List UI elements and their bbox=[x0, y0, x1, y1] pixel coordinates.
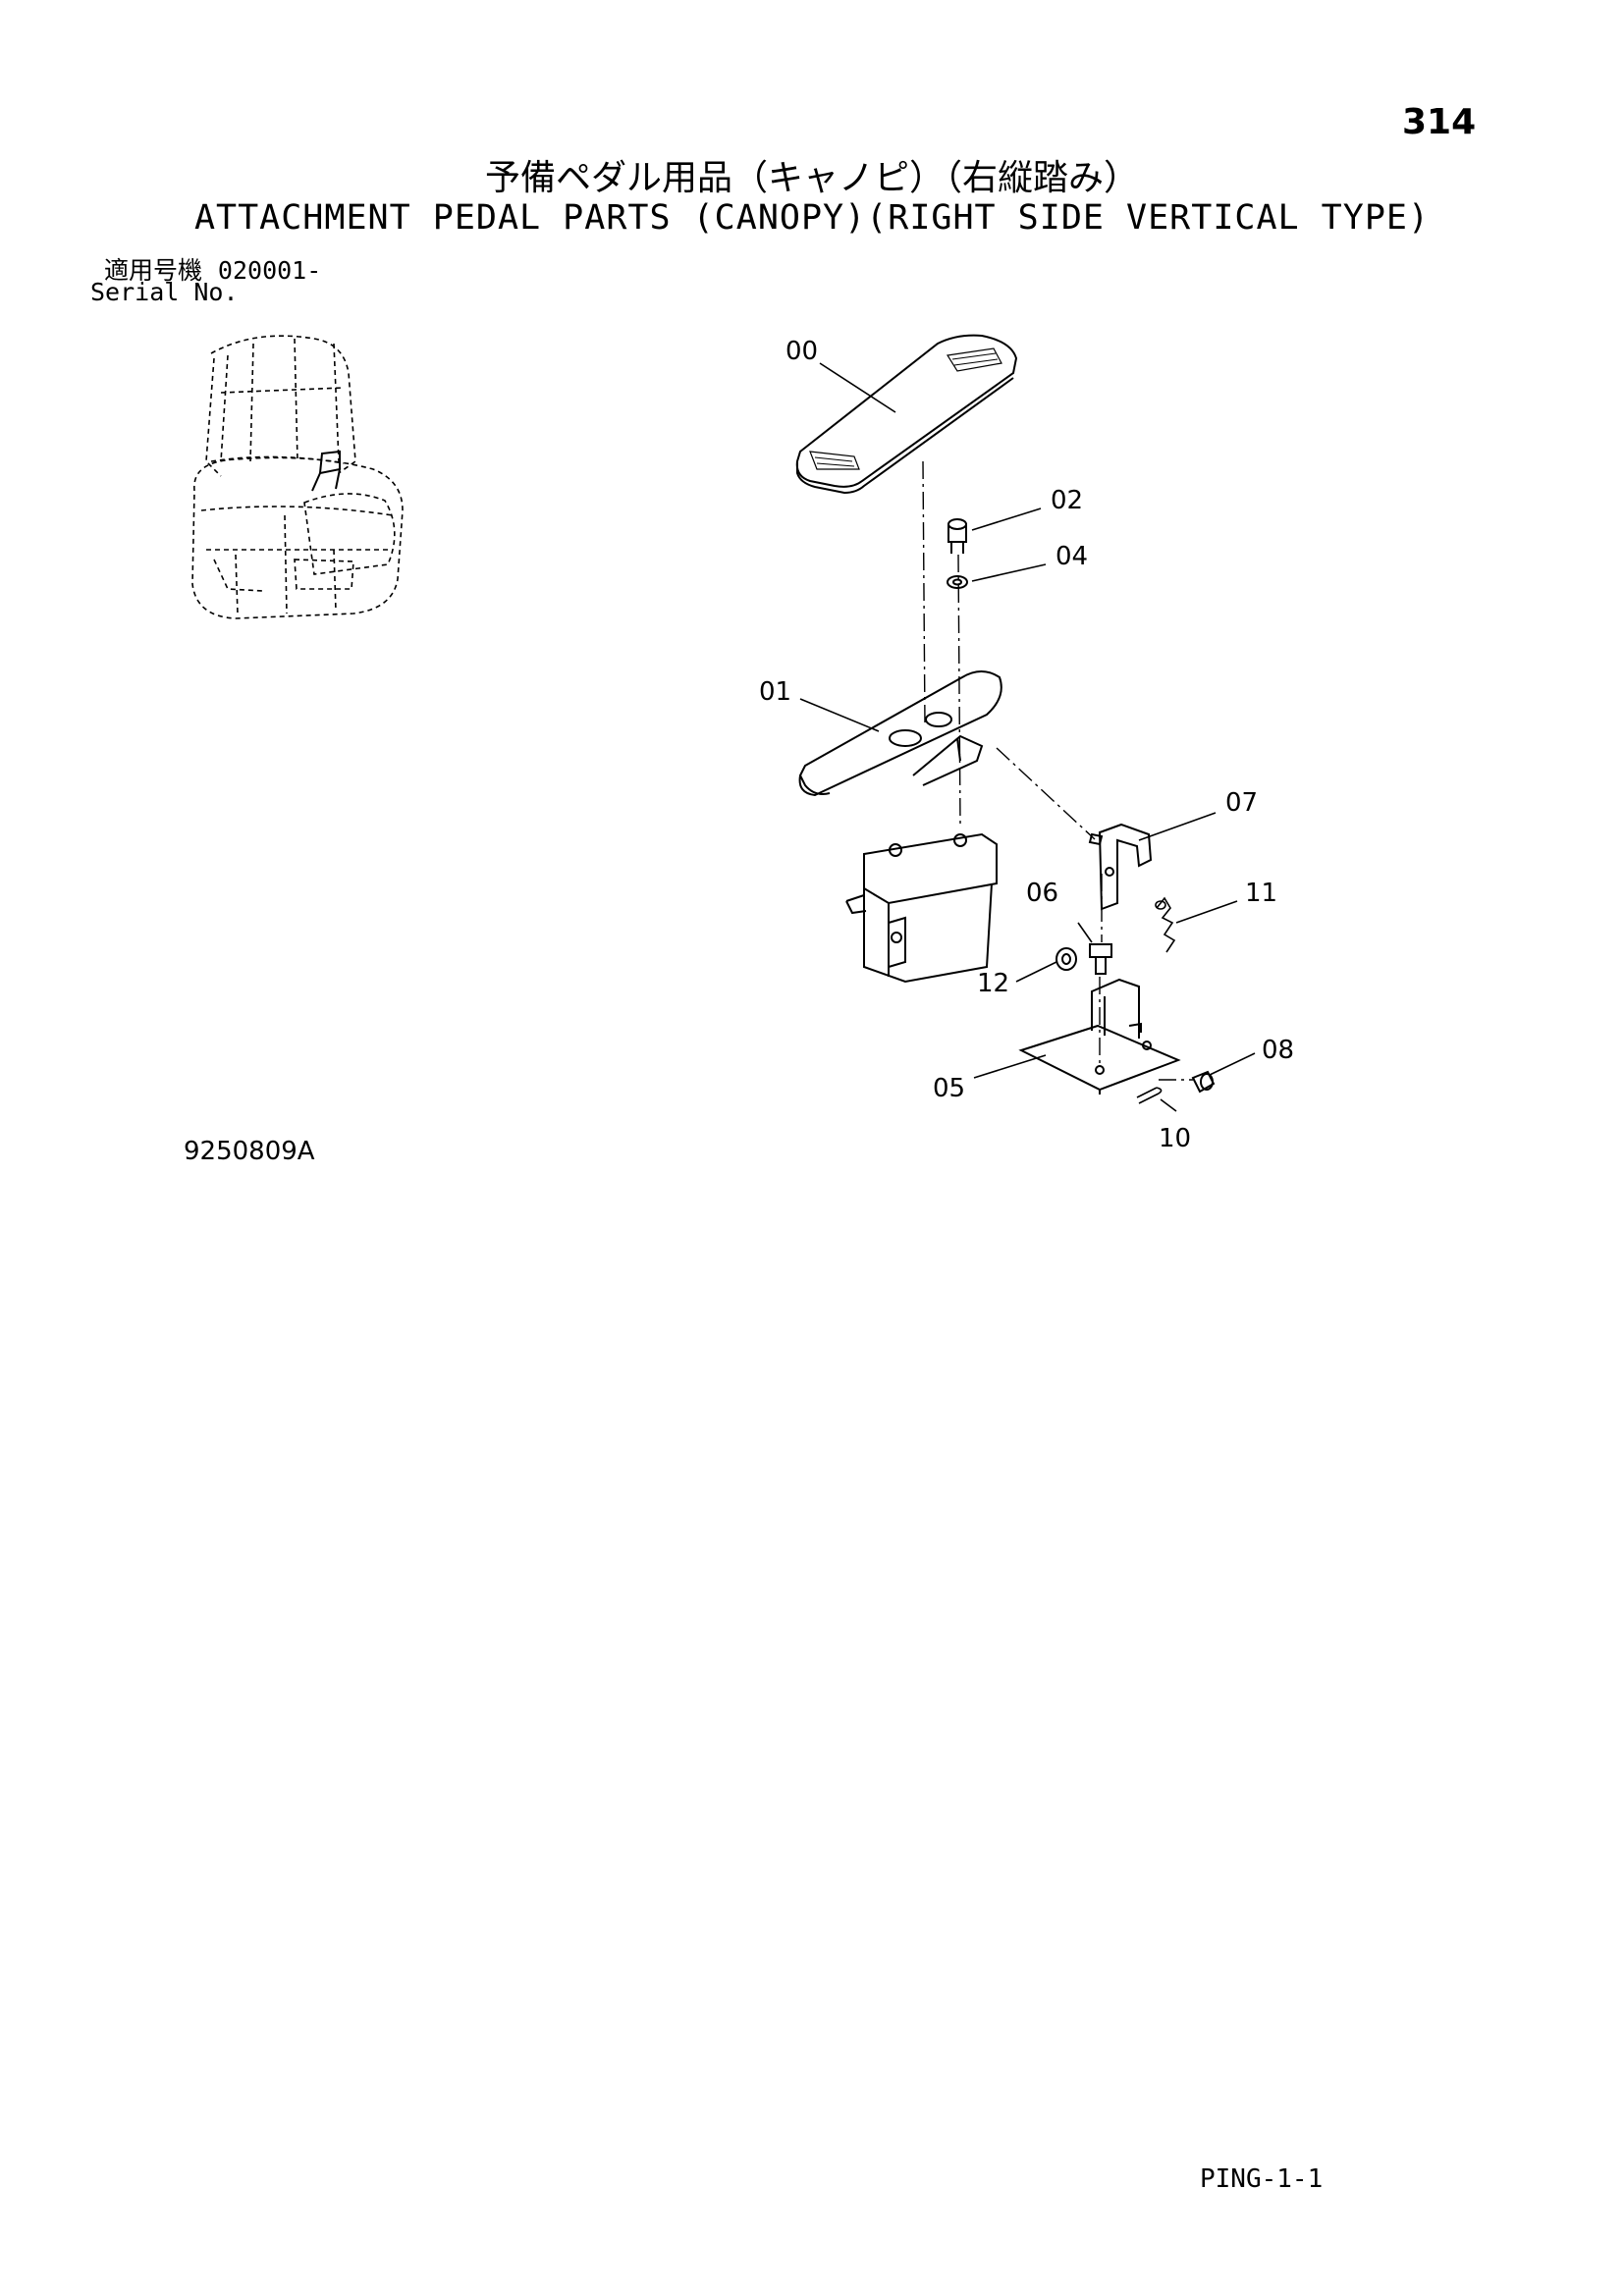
part-label-05: 05 bbox=[933, 1074, 965, 1103]
part-label-10: 10 bbox=[1159, 1124, 1191, 1153]
pedal-part bbox=[798, 670, 1002, 797]
part-label-02: 02 bbox=[1051, 486, 1083, 515]
part-number-callouts: 00 02 04 01 07 11 06 12 05 08 10 bbox=[759, 337, 1294, 1153]
pilot-valve-body bbox=[845, 832, 998, 984]
part-label-12: 12 bbox=[977, 969, 1009, 998]
washer-2-part bbox=[1056, 947, 1077, 971]
part-label-04: 04 bbox=[1056, 542, 1088, 571]
part-label-01: 01 bbox=[759, 677, 791, 707]
part-label-06: 06 bbox=[1026, 879, 1058, 908]
bracket-part bbox=[1088, 823, 1153, 911]
title-japanese: 予備ペダル用品（キャノピ）（右縦踏み） bbox=[484, 158, 1139, 198]
pedal-cover-part bbox=[795, 334, 1018, 495]
overview-pedal-marker bbox=[311, 450, 342, 492]
bolt-part bbox=[947, 518, 967, 554]
washer-part bbox=[947, 575, 968, 589]
serial-label-en: Serial No. bbox=[90, 278, 239, 306]
leader-lines bbox=[799, 362, 1256, 1112]
title-english: ATTACHMENT PEDAL PARTS (CANOPY)(RIGHT SI… bbox=[193, 198, 1431, 238]
pin-part bbox=[1191, 1070, 1216, 1094]
machine-overview-illustration bbox=[191, 335, 404, 619]
page-number: 314 bbox=[1402, 102, 1477, 142]
serial-line: 適用号機 020001- bbox=[104, 251, 321, 287]
part-label-07: 07 bbox=[1225, 788, 1258, 818]
cotter-pin-part bbox=[1136, 1087, 1163, 1104]
part-label-00: 00 bbox=[785, 337, 818, 366]
part-label-08: 08 bbox=[1262, 1036, 1294, 1065]
assembly-center-lines bbox=[922, 460, 1193, 1081]
drawing-number: 9250809A bbox=[184, 1137, 315, 1166]
serial-label-jp: 適用号機 bbox=[104, 256, 203, 285]
serial-value: 020001- bbox=[217, 256, 322, 285]
base-plate-part bbox=[1018, 978, 1181, 1095]
spring-part bbox=[1155, 896, 1176, 953]
footer-code: PING-1-1 bbox=[1200, 2164, 1324, 2194]
bolt-2-part bbox=[1089, 943, 1112, 975]
part-label-11: 11 bbox=[1245, 879, 1277, 908]
